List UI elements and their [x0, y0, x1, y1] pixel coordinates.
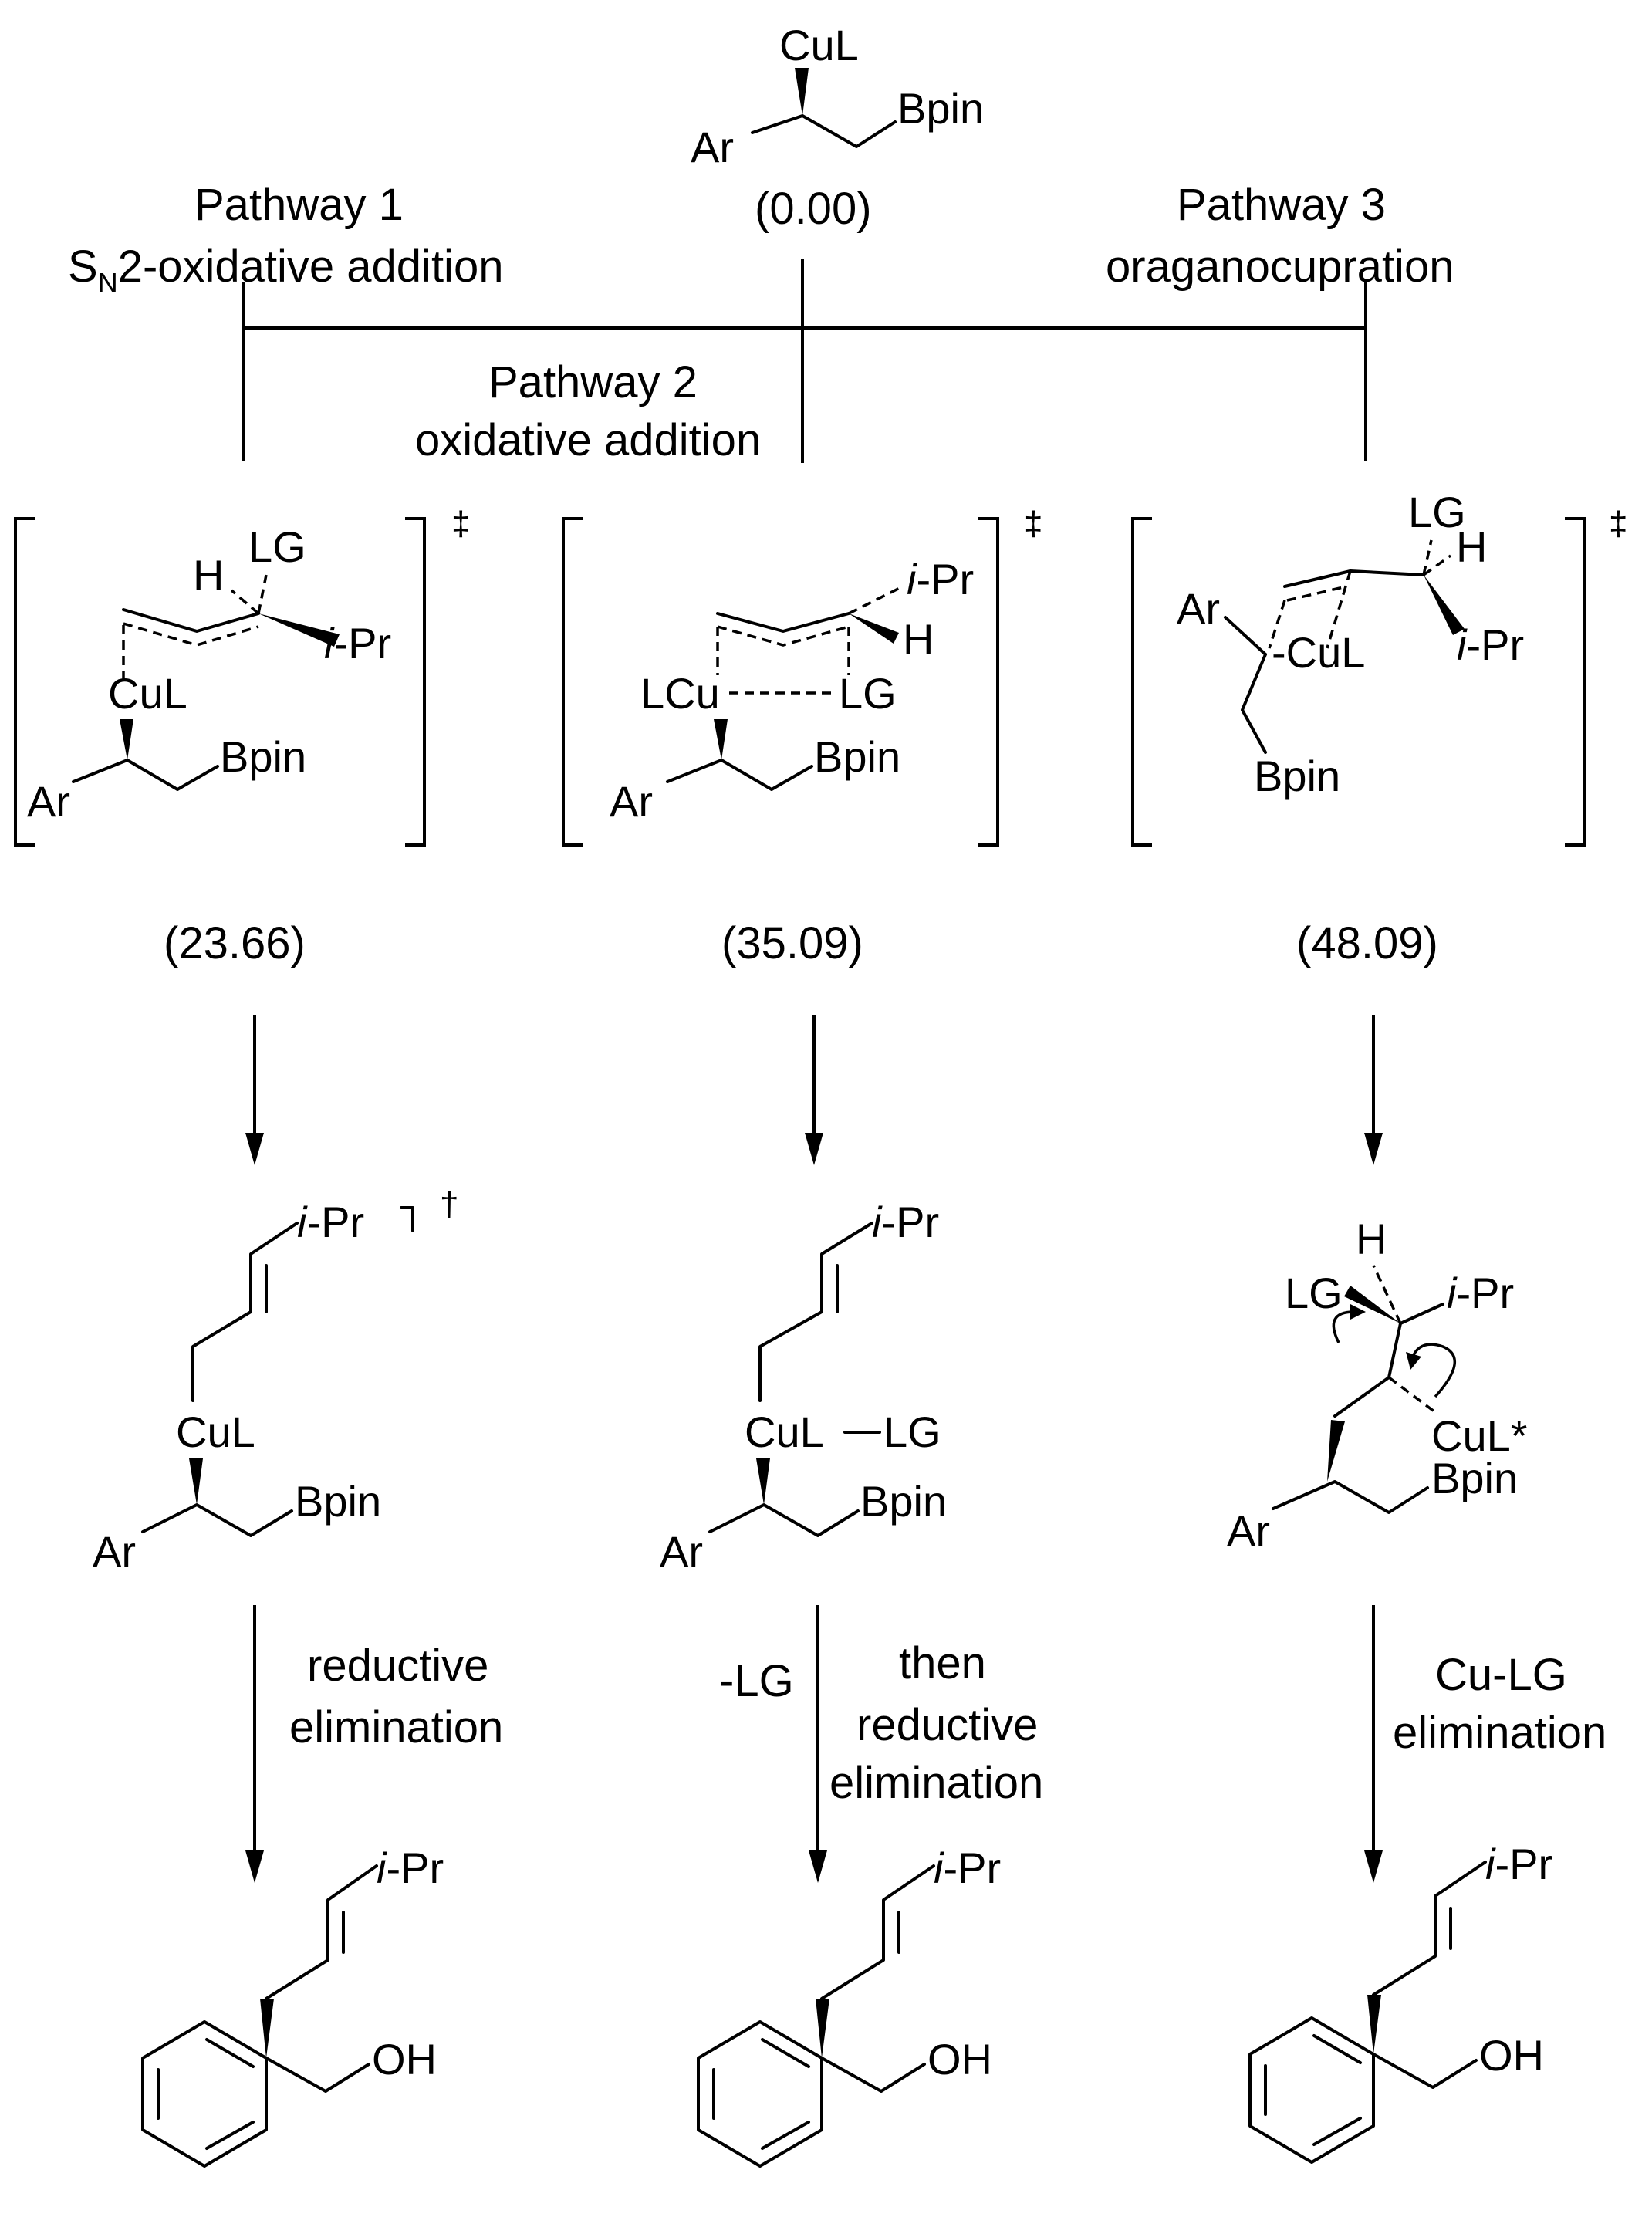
start-complex: CuL Ar Bpin (0.00): [691, 21, 984, 234]
int-3-h: H: [1356, 1215, 1387, 1263]
product-1: i-Pr OH: [141, 1844, 444, 2168]
ts-3-cu: -CuL: [1272, 628, 1365, 677]
ts-2: ‡ i-Pr H LCu LG Ar Bpin: [562, 505, 1042, 847]
int-1-ipr: i-Pr: [297, 1198, 364, 1246]
intermediate-1: i-Pr † CuL Ar Bpin: [93, 1185, 458, 1576]
int-1-cu: CuL: [176, 1408, 255, 1456]
ts-1-energy: (23.66): [164, 918, 306, 968]
ts-1-ar: Ar: [27, 777, 70, 826]
step-3-label-line2: elimination: [1393, 1708, 1606, 1758]
int-2-lg: LG: [883, 1408, 941, 1456]
ts-2-ar: Ar: [610, 777, 653, 826]
step-2-label-line2: reductive: [856, 1700, 1038, 1750]
start-ar-label: Ar: [691, 123, 734, 171]
step-1-label-line2: elimination: [289, 1702, 503, 1752]
pathway-2-title: Pathway 2: [488, 357, 698, 407]
int-1-bpin: Bpin: [295, 1477, 381, 1526]
ts-1-left-bracket: [14, 517, 35, 847]
pathway-1-subtitle: SN2-oxidative addition: [68, 242, 503, 299]
prod-2-benzene-ring: [697, 2020, 823, 2168]
ts-2-bpin: Bpin: [814, 732, 900, 781]
start-energy: (0.00): [755, 184, 872, 234]
ts-3-ipr: i-Pr: [1457, 620, 1524, 669]
ts-2-ipr: i-Pr: [907, 555, 974, 603]
prod-3-ipr: i-Pr: [1485, 1840, 1552, 1888]
ts-3-ar: Ar: [1177, 584, 1220, 633]
ts-3-h: H: [1456, 522, 1487, 571]
step-2-label-line1: then: [899, 1638, 986, 1688]
ts-2-lg: LG: [839, 669, 897, 718]
prod-2-ipr: i-Pr: [934, 1844, 1001, 1892]
prod-3-benzene-ring: [1248, 2016, 1375, 2164]
ts-1-lg: LG: [248, 522, 306, 571]
step-2-left-label: -LG: [719, 1656, 794, 1706]
ts-2-right-bracket: [978, 517, 999, 847]
arrows-to-intermediates: [245, 1015, 1383, 1165]
int-2-bpin: Bpin: [860, 1477, 947, 1526]
int-3-ar: Ar: [1227, 1506, 1270, 1555]
ts-1-right-bracket: [405, 517, 426, 847]
int-1-dagger: †: [440, 1185, 458, 1223]
int-2-ipr: i-Pr: [872, 1198, 939, 1246]
prod-2-oh: OH: [927, 2035, 992, 2084]
start-wedge-bond: [795, 68, 809, 116]
step-3-label-line1: Cu-LG: [1435, 1650, 1567, 1700]
ts-1-h: H: [193, 551, 224, 600]
int-1-ar: Ar: [93, 1527, 136, 1576]
ts-1-cu: CuL: [108, 669, 187, 718]
prod-1-ipr: i-Pr: [377, 1844, 444, 1892]
pathway-1-title: Pathway 1: [194, 180, 404, 230]
ts-1-double-dagger: ‡: [451, 505, 470, 542]
pathway-3-title: Pathway 3: [1177, 180, 1386, 230]
ts-2-left-bracket: [562, 517, 583, 847]
intermediate-3: H LG i-Pr CuL* Ar Bpin: [1227, 1215, 1528, 1555]
ts-2-lcu: LCu: [640, 669, 720, 718]
int-3-cu: CuL*: [1431, 1411, 1528, 1460]
int-2-cu: CuL: [745, 1408, 824, 1456]
ts-3: ‡ LG H Ar -CuL i-Pr Bpin: [1131, 488, 1627, 847]
int-3-lg: LG: [1285, 1269, 1343, 1317]
step-2-label-line3: elimination: [829, 1758, 1043, 1808]
prod-1-oh: OH: [372, 2035, 437, 2084]
arrows-to-products: [245, 1605, 1383, 1883]
start-bpin-label: Bpin: [897, 84, 984, 133]
ts-3-bpin: Bpin: [1254, 752, 1340, 800]
pathway-3-subtitle: oraganocupration: [1106, 242, 1454, 292]
ts-3-right-bracket: [1565, 517, 1586, 847]
int-3-bpin: Bpin: [1431, 1454, 1518, 1502]
start-bonds: [751, 114, 897, 148]
ts-1-ipr: i-Pr: [324, 619, 391, 667]
ts-3-left-bracket: [1131, 517, 1152, 847]
intermediate-2: i-Pr CuL LG Ar Bpin: [660, 1198, 947, 1576]
product-2: i-Pr OH: [697, 1844, 1001, 2168]
ts-2-energy: (35.09): [721, 918, 863, 968]
ts-3-double-dagger: ‡: [1609, 505, 1627, 542]
step-1-label-line1: reductive: [307, 1641, 488, 1691]
ts-1: ‡ H LG i-Pr CuL Ar Bpin: [14, 505, 470, 847]
int-3-ipr: i-Pr: [1447, 1269, 1514, 1317]
prod-3-oh: OH: [1479, 2031, 1544, 2080]
start-cu-label: CuL: [779, 21, 859, 69]
int-2-ar: Ar: [660, 1527, 703, 1576]
ts-2-double-dagger: ‡: [1024, 505, 1042, 542]
pathway-2-subtitle: oxidative addition: [415, 415, 761, 465]
product-3: i-Pr OH: [1248, 1840, 1552, 2164]
prod-1-benzene-ring: [141, 2020, 268, 2168]
ts-2-h: H: [903, 615, 934, 664]
pathway-connector: [242, 259, 1367, 463]
ts-3-lg: LG: [1408, 488, 1466, 536]
ts-1-bpin: Bpin: [220, 732, 306, 781]
ts-3-energy: (48.09): [1296, 918, 1438, 968]
